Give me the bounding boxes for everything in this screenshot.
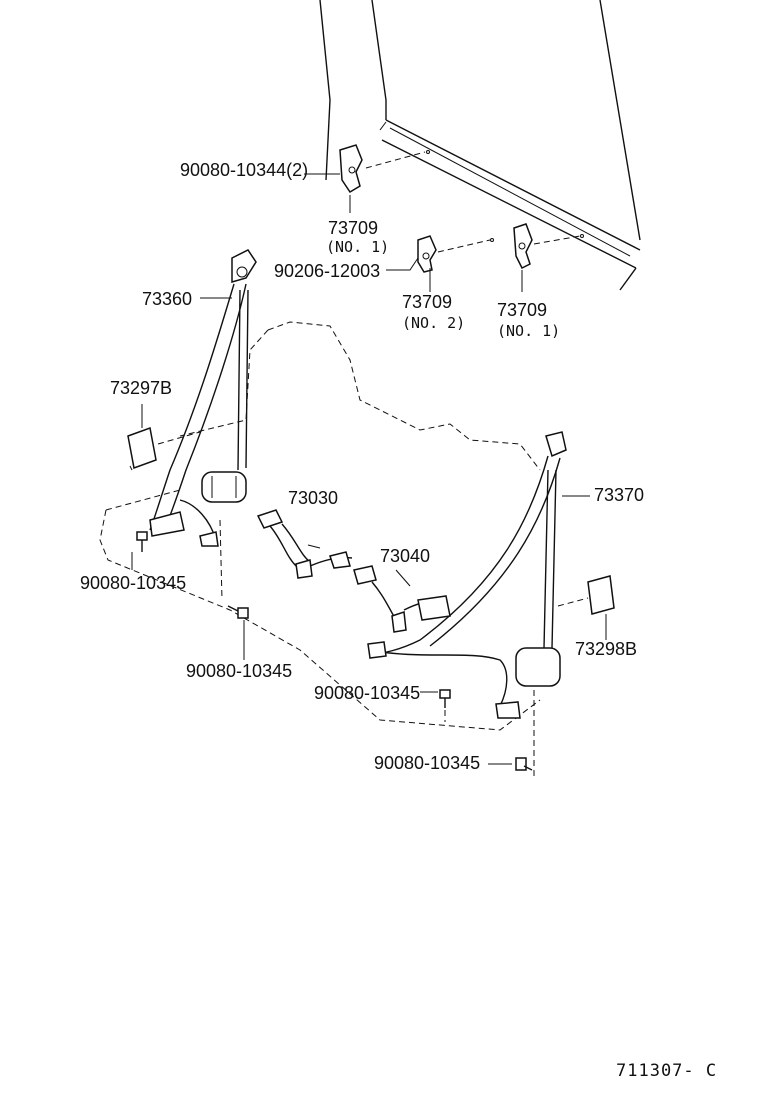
label-73298B: 73298B: [575, 639, 638, 659]
bolt-90080-10345-center: [227, 605, 249, 660]
label-73040: 73040: [380, 546, 431, 566]
diagram-code: 711307- C: [616, 1061, 718, 1081]
seat-belt-73370: [367, 431, 590, 780]
anchor-plate-73709-no1-top: [339, 144, 430, 213]
bolt-90080-10345-lower-center: [420, 689, 451, 722]
seat-belt-73360: [149, 249, 257, 547]
label-73709-mid-sub: (NO. 2): [402, 314, 466, 332]
buckle-73040: [353, 565, 451, 633]
label-90080-10345-a: 90080-10345: [80, 573, 187, 593]
label-73709-right-sub: (NO. 1): [497, 322, 561, 340]
label-90080-10345-b: 90080-10345: [186, 661, 293, 681]
label-73030: 73030: [288, 488, 339, 508]
bolt-90080-10345-bottom: [488, 757, 533, 771]
label-73297B: 73297B: [110, 378, 173, 398]
anchor-plate-73709-no2: [417, 235, 494, 273]
label-90206-12003: 90206-12003: [274, 261, 381, 281]
anchor-plate-73709-no1-right: [513, 223, 584, 292]
body-pillar: [319, 0, 641, 291]
bolt-90080-10345-left: [131, 531, 148, 570]
cover-73297B: [127, 404, 201, 471]
buckle-73030: [256, 509, 353, 579]
label-90080-10345-d: 90080-10345: [374, 753, 481, 773]
label-73709-mid: 73709: [402, 292, 453, 312]
label-90080-10344: 90080-10344(2): [180, 160, 309, 180]
label-73709-top-sub: (NO. 1): [326, 238, 390, 256]
label-73709-top: 73709: [328, 218, 379, 238]
label-73709-right: 73709: [497, 300, 548, 320]
cover-73298B: [557, 575, 615, 640]
rear-seat-outline: [99, 321, 541, 731]
label-73370: 73370: [594, 485, 645, 505]
label-90080-10345-c: 90080-10345: [314, 683, 421, 703]
label-73360: 73360: [142, 289, 193, 309]
